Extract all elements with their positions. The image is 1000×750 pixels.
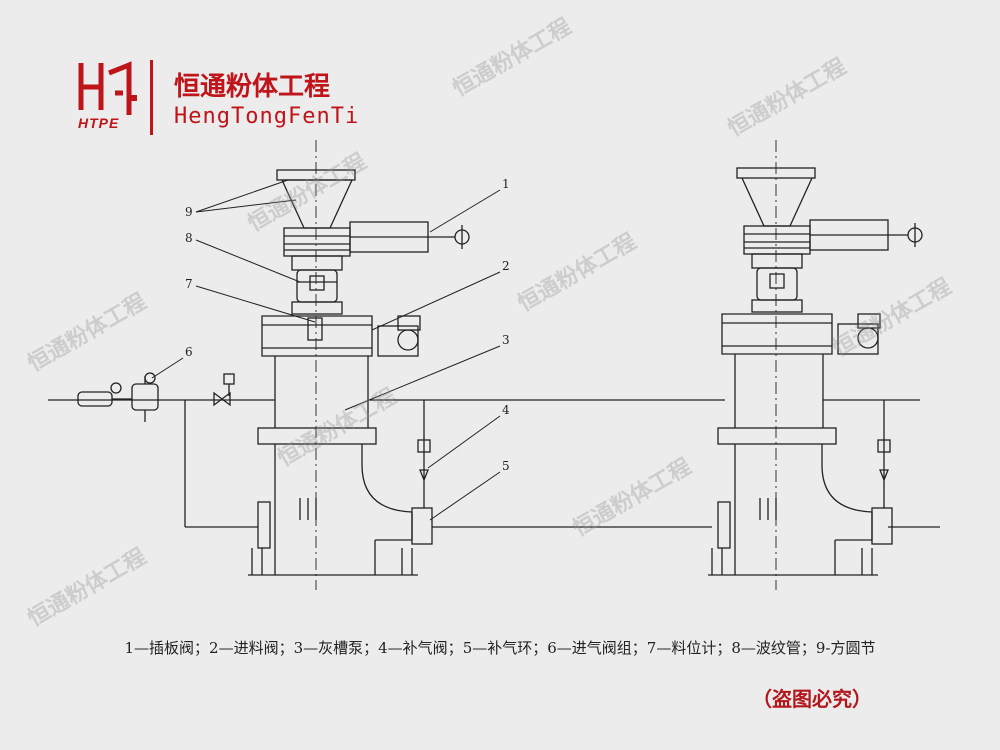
copyright-notice: （盗图必究） [752, 687, 872, 711]
legend-item: 4—补气阀； [378, 639, 463, 657]
callout-2: 2 [502, 259, 510, 273]
brand-name-cn: 恒通粉体工程 [174, 72, 331, 102]
callout-7: 7 [185, 277, 193, 291]
legend-item: 9-方圆节 [815, 639, 876, 657]
legend-item: 1—插板阀； [124, 639, 210, 657]
callout-9: 9 [185, 205, 193, 219]
callout-8: 8 [185, 231, 193, 245]
parts-legend: 1—插板阀；2—进料阀；3—灰槽泵；4—补气阀；5—补气环；6—进气阀组；7—料… [0, 637, 1000, 658]
brand-name-en: HengTongFenTi [174, 104, 360, 129]
legend-item: 3—灰槽泵； [293, 639, 379, 657]
logo-text: HTPE [78, 115, 120, 131]
callout-5: 5 [502, 459, 510, 473]
callout-1: 1 [502, 177, 510, 191]
legend-item: 2—进料阀； [209, 639, 294, 657]
legend-item: 8—波纹管； [731, 639, 816, 657]
callout-4: 4 [502, 403, 510, 417]
left-pump [248, 140, 470, 590]
brand-divider [150, 60, 153, 135]
inlet-valve-group [77, 372, 235, 422]
callout-3: 3 [502, 333, 510, 347]
htpe-logo-icon [75, 55, 145, 135]
legend-item: 5—补气环； [462, 639, 548, 657]
legend-item: 6—进气阀组； [547, 639, 647, 657]
callout-6: 6 [185, 345, 193, 359]
right-pump [708, 140, 923, 590]
legend-item: 7—料位计； [646, 639, 732, 657]
leader-lines [151, 179, 501, 521]
